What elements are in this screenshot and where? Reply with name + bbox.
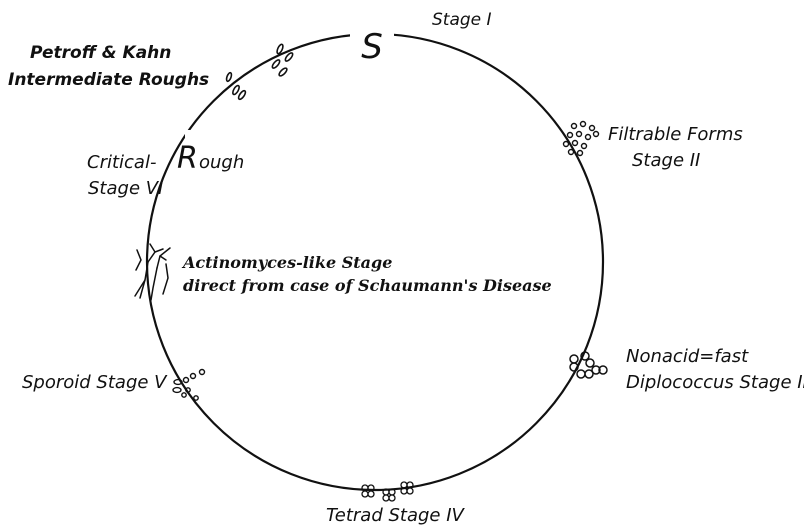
actinomyces-label-line2: direct from case of Schaumann's Disease [183, 276, 552, 295]
filtrable-forms-icon [564, 122, 599, 156]
stage-6-label-line2: Stage VI [88, 178, 163, 199]
rough-form-symbol-suffix: ough [199, 152, 244, 173]
stage-3-label-line1: Nonacid=fast [626, 346, 749, 367]
stage-2-label-line1: Filtrable Forms [608, 124, 743, 145]
smooth-form-symbol: S [361, 27, 383, 67]
stage-3-label-line2: Diplococcus Stage III [626, 372, 804, 393]
stage-4-label: Tetrad Stage IV [326, 505, 466, 525]
actinomyces-label-line1: Actinomyces-like Stage [181, 253, 392, 272]
diplococcus-icon [570, 352, 607, 378]
stage-1-label: Stage I [432, 10, 492, 30]
stage-5-label: Sporoid Stage V [22, 372, 168, 393]
rough-form-symbol: R [177, 141, 198, 176]
tetrad-icon [362, 482, 413, 501]
stage-2-label-line2: Stage II [632, 150, 700, 171]
actinomyces-branch-icon [135, 244, 170, 300]
petroff-kahn-label-line1: Petroff & Kahn [30, 43, 171, 63]
petroff-kahn-label-line2: Intermediate Roughs [8, 70, 209, 90]
stage-6-label-line1: Critical- [87, 152, 156, 173]
